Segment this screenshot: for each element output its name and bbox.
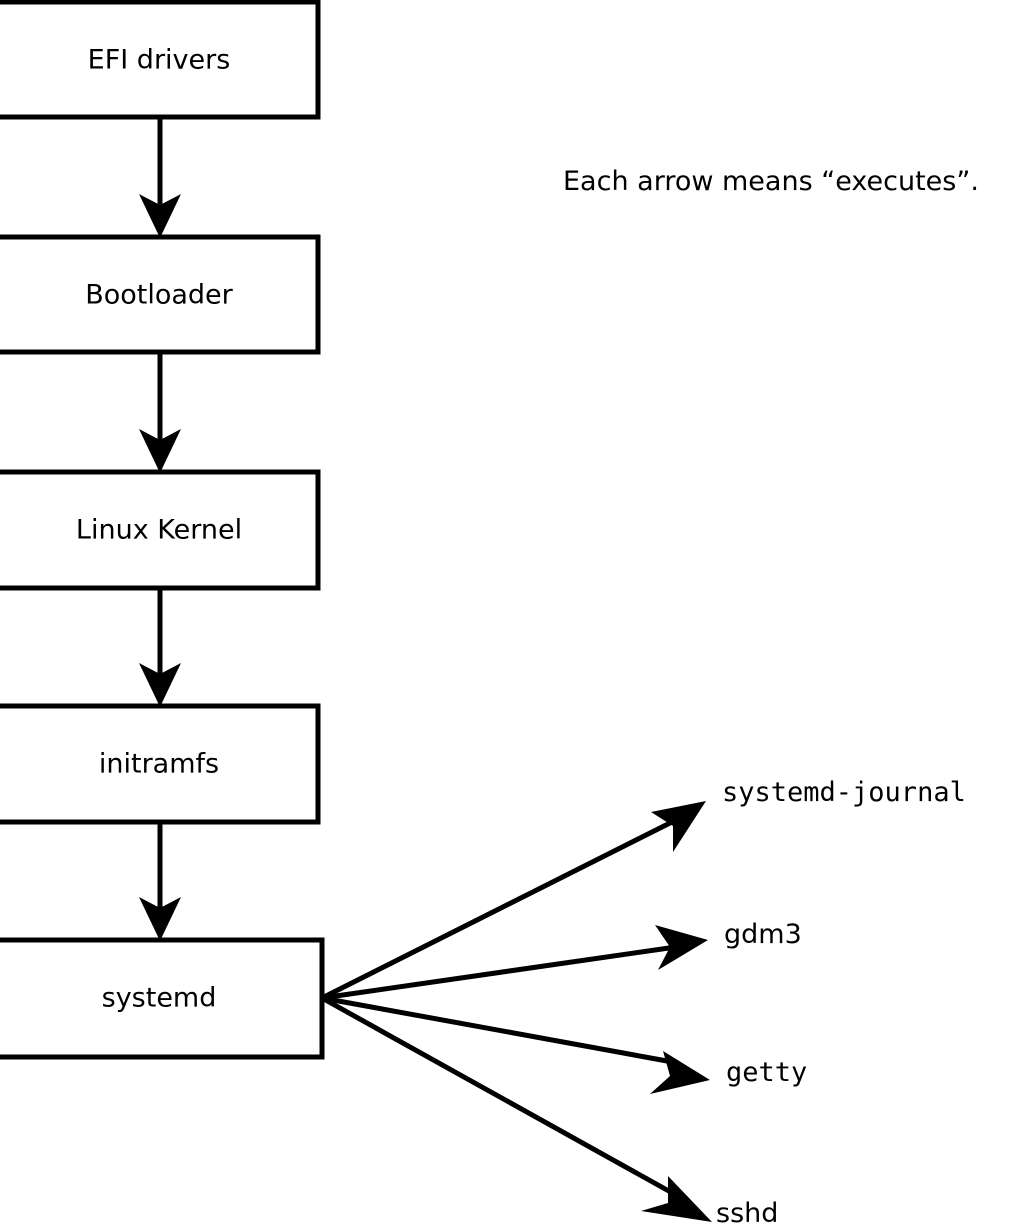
arrow-initramfs-to-systemd	[139, 822, 181, 941]
arrow-systemd-to-getty-shaft	[321, 995, 679, 1066]
leaf-labels: systemd-journal gdm3 getty sshd	[716, 777, 966, 1229]
arrow-systemd-to-getty	[321, 995, 710, 1094]
chain-arrows	[139, 117, 181, 941]
leaf-label-systemd-journal: systemd-journal	[722, 777, 966, 808]
arrow-systemd-to-sshd-head	[641, 1176, 712, 1222]
node-systemd-label: systemd	[102, 983, 217, 1014]
node-efi-drivers-label: EFI drivers	[88, 45, 231, 76]
arrow-systemd-to-gdm3-head	[655, 925, 708, 970]
arrow-systemd-to-gdm3-shaft	[321, 944, 677, 1001]
arrow-bootloader-to-kernel-head	[139, 429, 181, 473]
node-linux-kernel[interactable]: Linux Kernel	[0, 469, 321, 591]
arrow-systemd-to-sshd-shaft	[320, 995, 678, 1198]
node-systemd-rect[interactable]	[0, 937, 325, 1060]
arrow-systemd-to-systemd-journal-head	[651, 801, 706, 852]
leaf-label-getty: getty	[726, 1057, 807, 1088]
arrow-kernel-to-initramfs	[139, 588, 181, 707]
arrow-kernel-to-initramfs-head	[139, 663, 181, 707]
arrow-systemd-to-systemd-journal-shaft	[320, 819, 674, 1001]
node-bootloader-label: Bootloader	[85, 280, 233, 311]
node-systemd[interactable]: systemd	[0, 937, 325, 1060]
arrow-systemd-to-systemd-journal	[320, 801, 706, 1001]
arrow-systemd-to-gdm3	[321, 925, 708, 1001]
node-bootloader[interactable]: Bootloader	[0, 234, 321, 355]
arrow-efi-to-bootloader	[139, 117, 181, 238]
leaf-label-gdm3: gdm3	[724, 919, 802, 950]
node-initramfs[interactable]: initramfs	[0, 703, 321, 825]
diagram-caption: Each arrow means “executes”.	[563, 166, 979, 197]
node-bootloader-rect[interactable]	[0, 234, 321, 355]
node-linux-kernel-label: Linux Kernel	[76, 515, 242, 546]
arrow-efi-to-bootloader-head	[139, 194, 181, 238]
node-efi-drivers-rect[interactable]	[0, 0, 321, 120]
chain-nodes: EFI drivers Bootloader Linux Kernel init…	[0, 0, 325, 1060]
arrow-systemd-to-getty-head	[650, 1051, 710, 1094]
systemd-fanout-arrows	[320, 801, 712, 1222]
node-efi-drivers[interactable]: EFI drivers	[0, 0, 321, 120]
node-linux-kernel-rect[interactable]	[0, 469, 321, 591]
arrow-initramfs-to-systemd-head	[139, 897, 181, 941]
node-initramfs-rect[interactable]	[0, 703, 321, 825]
leaf-label-sshd: sshd	[716, 1198, 778, 1229]
arrow-systemd-to-sshd	[320, 995, 712, 1222]
arrow-bootloader-to-kernel	[139, 352, 181, 473]
node-initramfs-label: initramfs	[99, 749, 219, 780]
